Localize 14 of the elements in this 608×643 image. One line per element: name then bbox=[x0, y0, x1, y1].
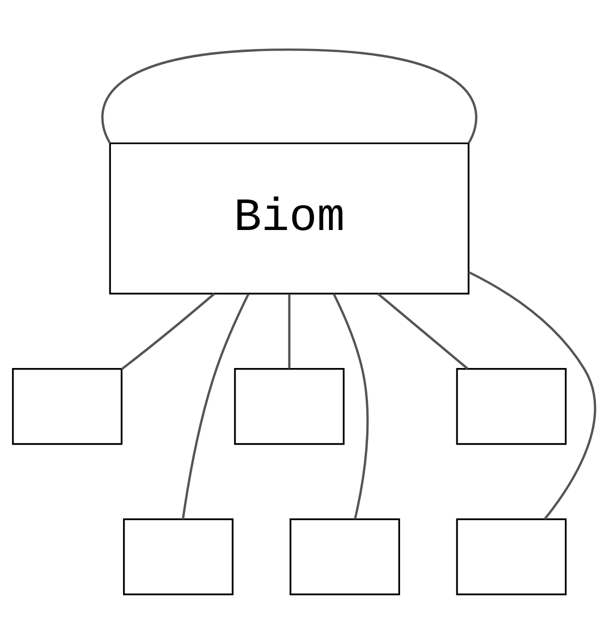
node-box bbox=[123, 518, 234, 595]
node-box bbox=[456, 367, 567, 444]
node-box bbox=[290, 518, 400, 595]
node-box: Biom bbox=[109, 142, 470, 294]
node-box bbox=[12, 367, 122, 444]
connector bbox=[120, 292, 215, 370]
connector bbox=[102, 48, 478, 144]
connector bbox=[377, 292, 468, 370]
connector bbox=[468, 270, 596, 520]
connector bbox=[288, 294, 290, 368]
node-box bbox=[456, 518, 567, 595]
connector bbox=[182, 292, 250, 519]
node-box bbox=[234, 367, 345, 444]
connector bbox=[332, 292, 369, 519]
